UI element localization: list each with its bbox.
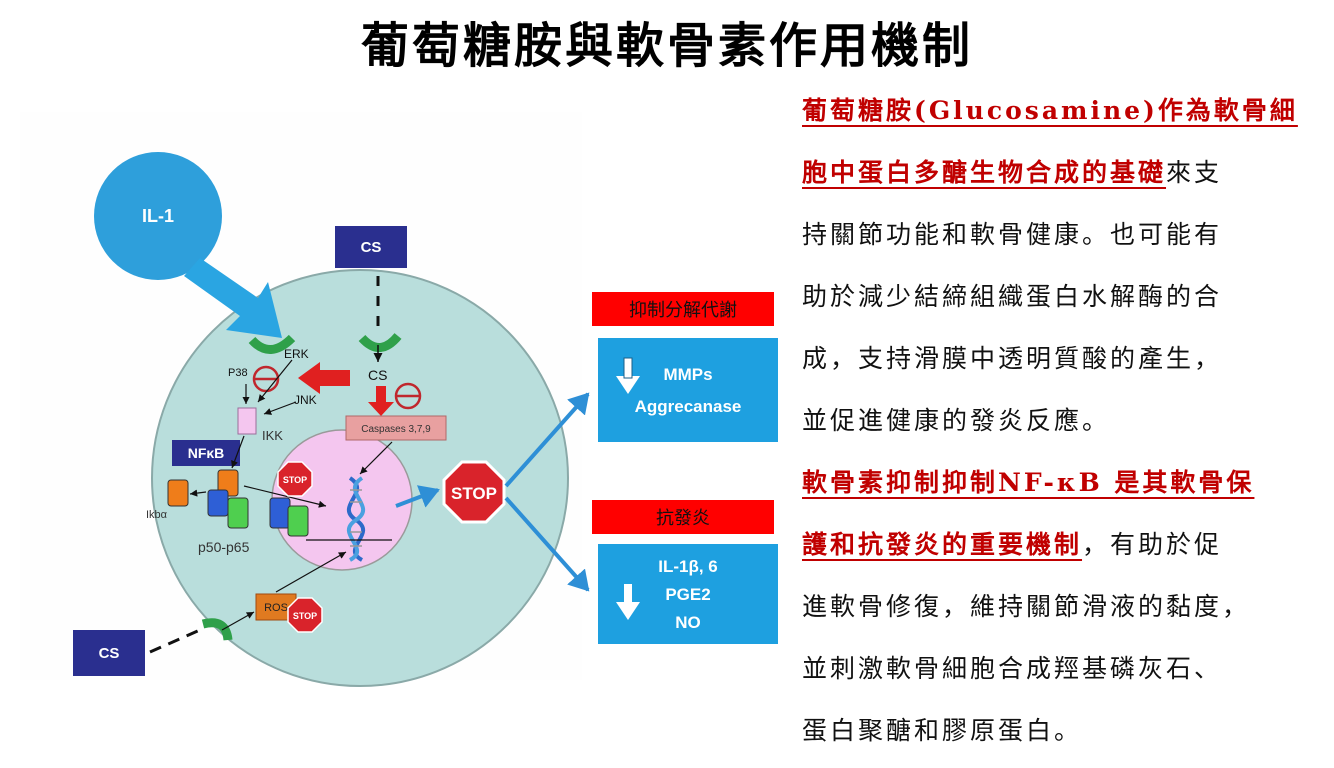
branch-arrow-up <box>504 392 590 488</box>
aggrecanase-label: Aggrecanase <box>635 397 742 416</box>
cs-to-ros-arrow <box>221 611 255 631</box>
nfkb-node: NFκB <box>172 440 240 466</box>
ikk-label: IKK <box>262 428 283 443</box>
down-arrow-icon-cytokines <box>616 584 640 620</box>
antiinflam-label: 抗發炎 <box>656 508 710 529</box>
jnk-label: JNK <box>294 393 317 407</box>
catabolism-label: 抑制分解代謝 <box>629 300 737 321</box>
highlight-chondroitin-1: 軟骨素抑制抑制NF-κB 是其軟骨保 <box>802 468 1255 497</box>
cs-bottom-dashed-line <box>149 628 201 654</box>
caspases-box <box>345 415 447 441</box>
text-line-5: 成，支持滑膜中透明質酸的產生， <box>802 344 1223 373</box>
highlight-chondroitin-2: 護和抗發炎的重要機制 <box>802 530 1083 559</box>
nfkb-complex-nucleus <box>269 497 309 537</box>
red-inhibit-arrow-down <box>368 386 394 416</box>
description-text: 葡萄糖胺(Glucosamine)作為軟骨細 胞中蛋白多醣生物合成的基礎來支 持… <box>802 86 1322 768</box>
cs-inner-label: CS <box>368 367 387 383</box>
mechanism-diagram: IL-1 CS CS CS ERK P38 JNK IKK Caspases <box>73 152 778 687</box>
p38-label: P38 <box>228 367 248 379</box>
stop-label: STOP <box>451 484 497 503</box>
receptor-bottom-cs <box>201 618 233 641</box>
ikk-to-complex-arrow <box>231 435 245 469</box>
page-title: 葡萄糖胺與軟骨素作用機制 <box>360 18 973 74</box>
no-label: NO <box>675 613 701 632</box>
translocation-arrow <box>243 485 327 508</box>
erk-label: ERK <box>284 347 309 361</box>
mmps-box: MMPs Aggrecanase <box>598 338 778 442</box>
il1-arrow <box>184 258 282 338</box>
highlight-glucosamine-2: 胞中蛋白多醣生物合成的基礎 <box>802 158 1167 187</box>
text-line-8: 護和抗發炎的重要機制，有助於促 <box>802 520 1322 582</box>
antiinflammation-label-box: 抗發炎 <box>592 500 774 534</box>
text-line-11: 蛋白聚醣和膠原蛋白。 <box>802 716 1083 745</box>
text-line-9: 進軟骨修復，維持關節滑液的黏度， <box>802 592 1251 621</box>
highlight-glucosamine-1: 葡萄糖胺(Glucosamine)作為軟骨細 <box>802 96 1298 125</box>
caspases-arrow <box>359 441 393 475</box>
stop-sign-ros: STOP <box>287 597 323 633</box>
cs-bottom-label: CS <box>99 645 120 662</box>
p2-rest-b: ，有助於促 <box>1082 530 1223 559</box>
text-line-4: 助於減少結締組織蛋白水解酶的合 <box>802 282 1223 311</box>
ros-arrow <box>275 551 347 593</box>
stop-label: STOP <box>293 611 317 621</box>
nucleus-out-arrow <box>395 485 440 508</box>
nucleus <box>271 429 413 571</box>
il1b6-label: IL-1β, 6 <box>658 557 718 576</box>
text-line-1: 葡萄糖胺(Glucosamine)作為軟骨細 <box>802 86 1322 148</box>
red-inhibit-arrow-left <box>298 362 350 394</box>
nfkb-label: NFκB <box>188 445 225 461</box>
text-line-3: 持關節功能和軟骨健康。也可能有 <box>802 220 1223 249</box>
catabolism-label-box: 抑制分解代謝 <box>592 292 774 326</box>
branch-arrow-down <box>504 496 590 592</box>
p50p65-label: p50-p65 <box>198 539 250 555</box>
cs-top-node: CS <box>335 226 407 268</box>
release-arrow <box>189 489 207 497</box>
down-arrow-icon-mmps <box>616 357 640 394</box>
text-line-2: 胞中蛋白多醣生物合成的基礎來支 <box>802 148 1322 210</box>
ikba-label: Ikbα <box>146 509 168 521</box>
ros-label: ROS <box>264 602 288 614</box>
il1-node: IL-1 <box>94 152 222 280</box>
text-line-7: 軟骨素抑制抑制NF-κB 是其軟骨保 <box>802 458 1322 520</box>
inhibition-icon-erk <box>252 365 280 393</box>
receptor-left <box>248 334 296 354</box>
stop-label: STOP <box>283 475 307 485</box>
cs-top-label: CS <box>361 239 382 256</box>
receptor-top-cs <box>358 332 402 352</box>
cs-bottom-node: CS <box>73 630 145 676</box>
cytokines-box: IL-1β, 6 PGE2 NO <box>598 544 778 644</box>
jnk-arrow <box>263 401 297 415</box>
ikk-block <box>237 407 257 435</box>
caspases-label: Caspases 3,7,9 <box>361 424 431 435</box>
mmps-label: MMPs <box>663 365 712 384</box>
nfkb-complex-left <box>167 469 249 529</box>
stop-sign-main: STOP <box>442 460 506 524</box>
stop-sign-nucleus: STOP <box>277 461 313 497</box>
pge2-label: PGE2 <box>665 585 710 604</box>
erk-arrow <box>257 359 293 403</box>
p1-rest-b: 來支 <box>1166 158 1223 187</box>
dna-helix-icon <box>347 476 365 562</box>
inhibition-icon-cs <box>394 382 422 410</box>
text-line-10: 並刺激軟骨細胞合成羥基磷灰石、 <box>802 654 1223 683</box>
il1-label: IL-1 <box>142 206 174 226</box>
text-line-6: 並促進健康的發炎反應。 <box>802 406 1111 435</box>
